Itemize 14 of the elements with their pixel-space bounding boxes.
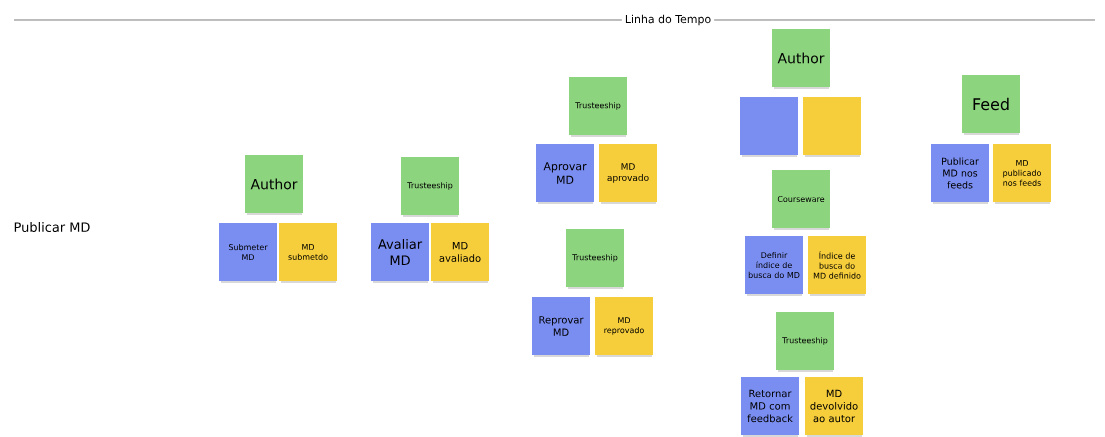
command-note: Avaliar MD	[371, 223, 429, 283]
event-note: MD devolvido ao autor	[805, 377, 863, 437]
command-note: Retornar MD com feedback	[741, 377, 799, 437]
event-note: MD aprovado	[599, 144, 657, 204]
command-note: Reprovar MD	[532, 297, 590, 357]
event-note: MD avaliado	[431, 223, 489, 283]
actor-note: Feed	[962, 75, 1020, 135]
command-note: Aprovar MD	[536, 144, 594, 204]
actor-note: Author	[245, 155, 303, 215]
command-note: Publicar MD nos feeds	[931, 144, 989, 204]
command-note	[740, 97, 798, 157]
event-note	[803, 97, 861, 157]
actor-note: Author	[772, 29, 830, 89]
row-label: Publicar MD	[14, 221, 90, 232]
